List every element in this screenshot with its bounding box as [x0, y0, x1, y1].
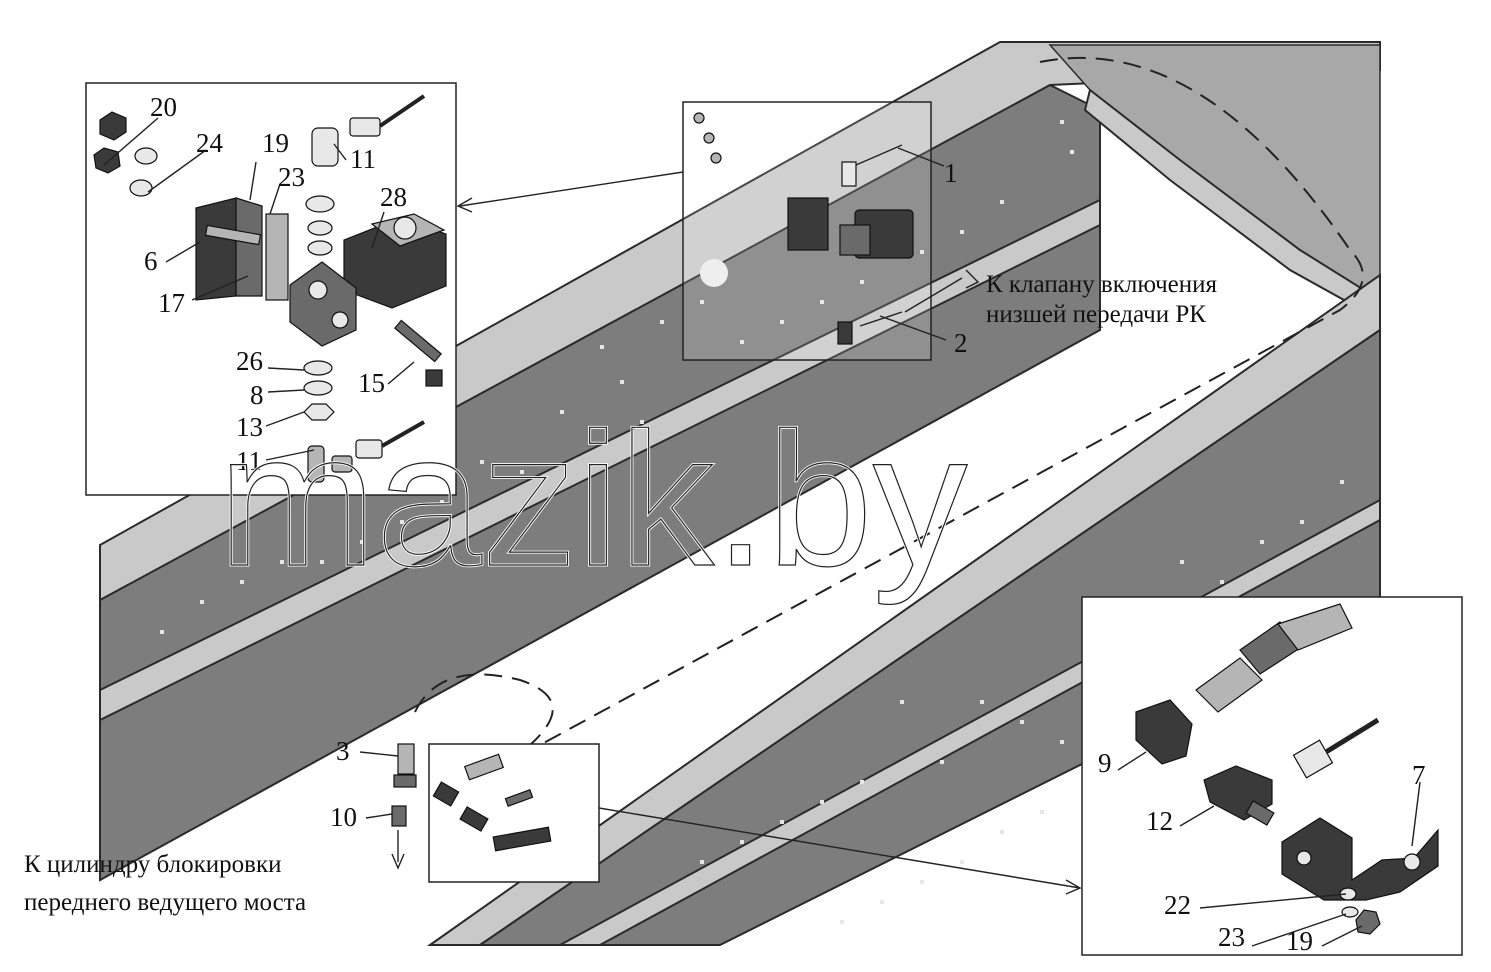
frame-hole [660, 320, 664, 324]
lower-inset-box [428, 743, 600, 883]
callout-11-top: 11 [350, 144, 376, 174]
frame-hole [320, 560, 324, 564]
cylinder-note-line1: К цилиндру блокировки [24, 851, 281, 878]
detail-b-parts [1135, 603, 1439, 935]
callout-7: 7 [1412, 760, 1426, 790]
frame-hole [1220, 580, 1224, 584]
frame-hole [1040, 810, 1044, 814]
frame-hole [840, 920, 844, 924]
callout-17: 17 [158, 288, 185, 318]
frame-hole [820, 800, 824, 804]
frame-hole [960, 860, 964, 864]
callout-23-b: 23 [1218, 922, 1245, 952]
frame-hole [940, 760, 944, 764]
frame-hole [520, 470, 524, 474]
callout-19-b: 19 [1286, 926, 1313, 956]
cylinder-note-line2: переднего ведущего моста [24, 889, 306, 916]
destination-notes: К клапану включения низшей передачи РК К… [24, 271, 1217, 916]
frame-hole [980, 700, 984, 704]
frame-hole [700, 300, 704, 304]
frame-hole [1020, 720, 1024, 724]
frame-hole [880, 900, 884, 904]
callout-12: 12 [1146, 806, 1173, 836]
callout-23-a: 23 [278, 162, 305, 192]
callout-labels: 20 24 19 23 11 28 6 17 26 8 13 11 15 1 2… [144, 92, 1426, 956]
pipe-route-loop [414, 673, 554, 746]
callout-24: 24 [196, 128, 224, 158]
callout-10: 10 [330, 802, 357, 832]
frame-hole [560, 410, 564, 414]
lower-inset-parts [432, 753, 552, 852]
callout-6: 6 [144, 246, 158, 276]
callout-22: 22 [1164, 890, 1191, 920]
watermark: mazik.by mazik.by [217, 393, 970, 608]
frame-hole [280, 560, 284, 564]
frame-hole [640, 420, 644, 424]
valve-note-line2: низшей передачи РК [986, 301, 1206, 328]
svg-text:mazik.by: mazik.by [218, 394, 968, 606]
callout-26: 26 [236, 346, 263, 376]
frame-hole [740, 340, 744, 344]
frame-hole [860, 780, 864, 784]
frame-hole [1000, 830, 1004, 834]
callout-11-bottom: 11 [236, 446, 262, 476]
frame-hole [920, 250, 924, 254]
callout-15: 15 [358, 368, 385, 398]
frame-hole [1060, 120, 1064, 124]
callout-2: 2 [954, 328, 968, 358]
frame-hole [780, 320, 784, 324]
inset-connectors [456, 171, 1082, 895]
callout-leaders [103, 117, 1421, 947]
frame-hole [1060, 740, 1064, 744]
callout-28: 28 [380, 182, 407, 212]
frame-hole [820, 300, 824, 304]
callout-3: 3 [336, 736, 350, 766]
frame-hole [480, 460, 484, 464]
frame-hole [700, 860, 704, 864]
valve-note-line1: К клапану включения [986, 271, 1217, 298]
callout-13: 13 [236, 412, 263, 442]
frame-hole [400, 520, 404, 524]
frame-hole [240, 580, 244, 584]
frame-hole [1340, 480, 1344, 484]
frame-hole [620, 380, 624, 384]
parts-3-10 [391, 743, 417, 870]
frame-hole [1000, 200, 1004, 204]
callout-19-a: 19 [262, 128, 289, 158]
center-inset-parts [693, 112, 914, 345]
frame-hole [1070, 150, 1074, 154]
frame-hole [1180, 560, 1184, 564]
frame-hole [900, 700, 904, 704]
frame-hole [1260, 540, 1264, 544]
callout-9: 9 [1098, 748, 1112, 778]
frame-hole [360, 540, 364, 544]
frame-hole [920, 880, 924, 884]
frame-hole [200, 600, 204, 604]
pipe-route-main [539, 57, 1364, 746]
frame-holes [160, 120, 1344, 924]
frame-hole [740, 840, 744, 844]
frame-hole [960, 230, 964, 234]
frame-hole [600, 345, 604, 349]
frame-hole [440, 500, 444, 504]
frame-hole [780, 820, 784, 824]
frame-hole [860, 280, 864, 284]
watermark-text: mazik.by [218, 394, 968, 606]
callout-8: 8 [250, 380, 264, 410]
frame-hole [160, 630, 164, 634]
callout-20: 20 [150, 92, 177, 122]
callout-1: 1 [944, 158, 958, 188]
detail-a-parts [93, 94, 447, 483]
frame-hole [1300, 520, 1304, 524]
